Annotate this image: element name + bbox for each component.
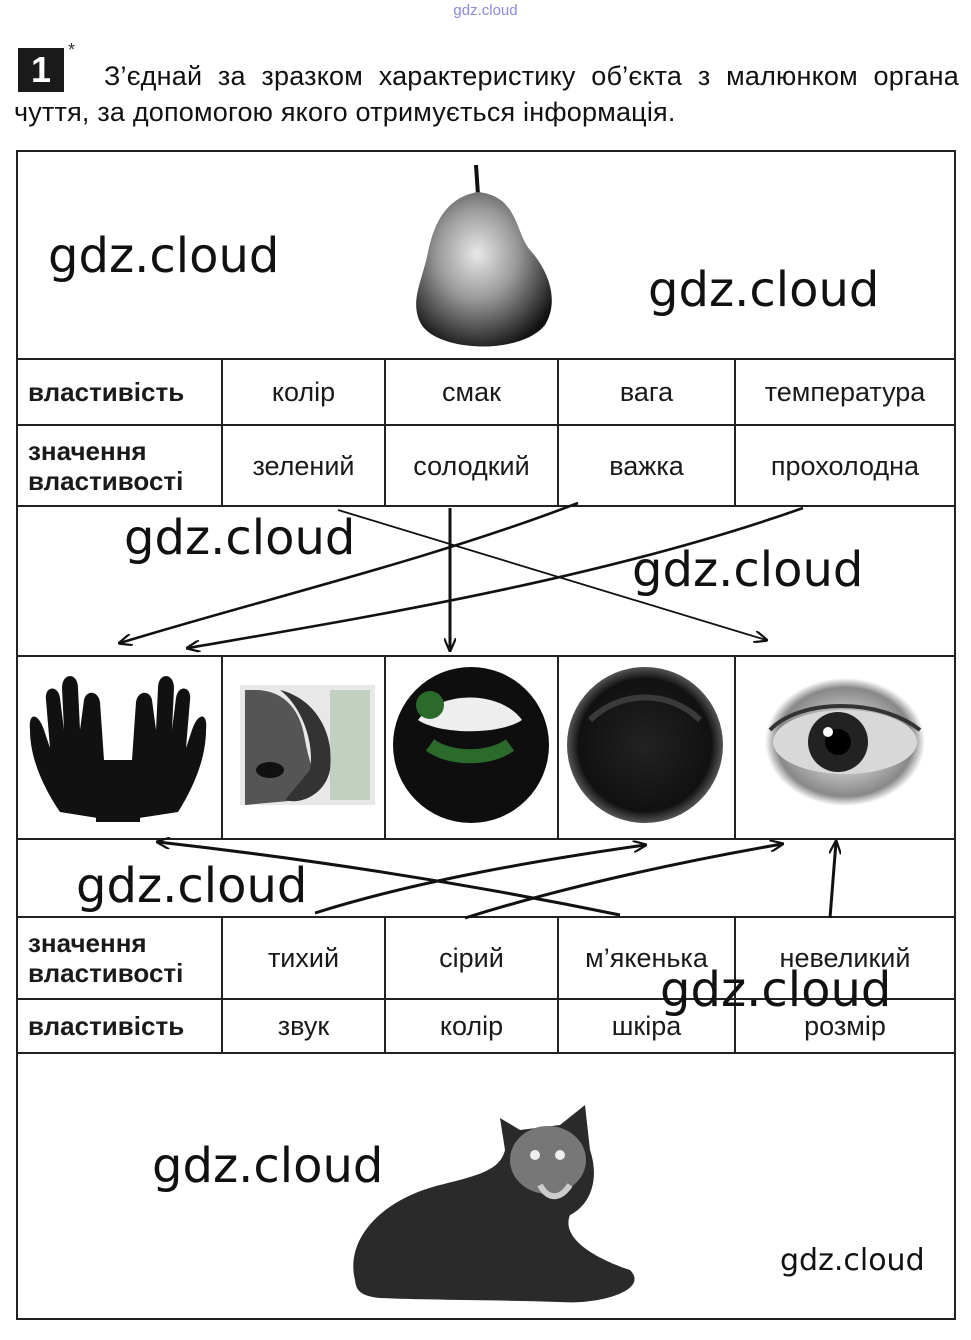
exercise-frame — [16, 150, 956, 1320]
divider — [16, 838, 956, 840]
watermark: gdz.cloud — [632, 542, 864, 598]
divider — [557, 916, 559, 1052]
task-number: 1 — [18, 48, 64, 92]
top-property-cell: смак — [442, 377, 501, 407]
divider — [221, 358, 223, 505]
top-value-cell: важка — [609, 450, 684, 481]
bottom-value-cell: сірий — [439, 943, 504, 973]
divider — [221, 916, 223, 1052]
row-label-property: властивість — [28, 377, 185, 407]
divider — [16, 358, 956, 360]
divider — [734, 358, 736, 505]
divider — [734, 916, 736, 1052]
divider — [384, 655, 386, 838]
divider — [734, 655, 736, 838]
divider — [16, 505, 956, 507]
task-instruction: З’єднай за зразком характеристику об’єкт… — [14, 61, 959, 127]
row-label-property: властивість — [28, 1011, 185, 1041]
bottom-property-cell: колір — [439, 1011, 504, 1041]
bottom-property-cell: розмір — [804, 1011, 886, 1041]
task-star: * — [68, 40, 76, 60]
divider — [221, 655, 223, 838]
divider — [384, 358, 386, 505]
row-label-value: значення властивості — [28, 928, 184, 988]
bottom-value-cell: невеликий — [779, 943, 911, 973]
bottom-value-cell: м’якенька — [585, 943, 708, 973]
watermark: gdz.cloud — [660, 962, 892, 1018]
bottom-property-cell: шкіра — [611, 1011, 682, 1041]
top-property-cell: колір — [271, 377, 336, 407]
watermark: gdz.cloud — [48, 228, 280, 284]
watermark: gdz.cloud — [76, 858, 308, 914]
top-property-cell: температура — [764, 377, 926, 407]
divider — [557, 655, 559, 838]
divider — [16, 998, 956, 1000]
top-value-cell: прохолодна — [770, 450, 920, 481]
watermark: gdz.cloud — [780, 1243, 925, 1278]
watermark: gdz.cloud — [152, 1138, 384, 1194]
divider — [16, 1052, 956, 1054]
divider — [16, 424, 956, 426]
divider — [16, 655, 956, 657]
watermark: gdz.cloud — [648, 262, 880, 318]
divider — [557, 358, 559, 505]
top-property-cell: вага — [619, 377, 674, 407]
watermark: gdz.cloud — [124, 510, 356, 566]
top-value-cell: солодкий — [413, 450, 530, 481]
bottom-value-cell: тихий — [267, 943, 340, 973]
top-value-cell: зелений — [252, 450, 355, 481]
row-label-value: значення властивості — [28, 435, 184, 496]
bottom-property-cell: звук — [277, 1011, 330, 1041]
divider — [384, 916, 386, 1052]
header-watermark: gdz.cloud — [453, 2, 518, 19]
